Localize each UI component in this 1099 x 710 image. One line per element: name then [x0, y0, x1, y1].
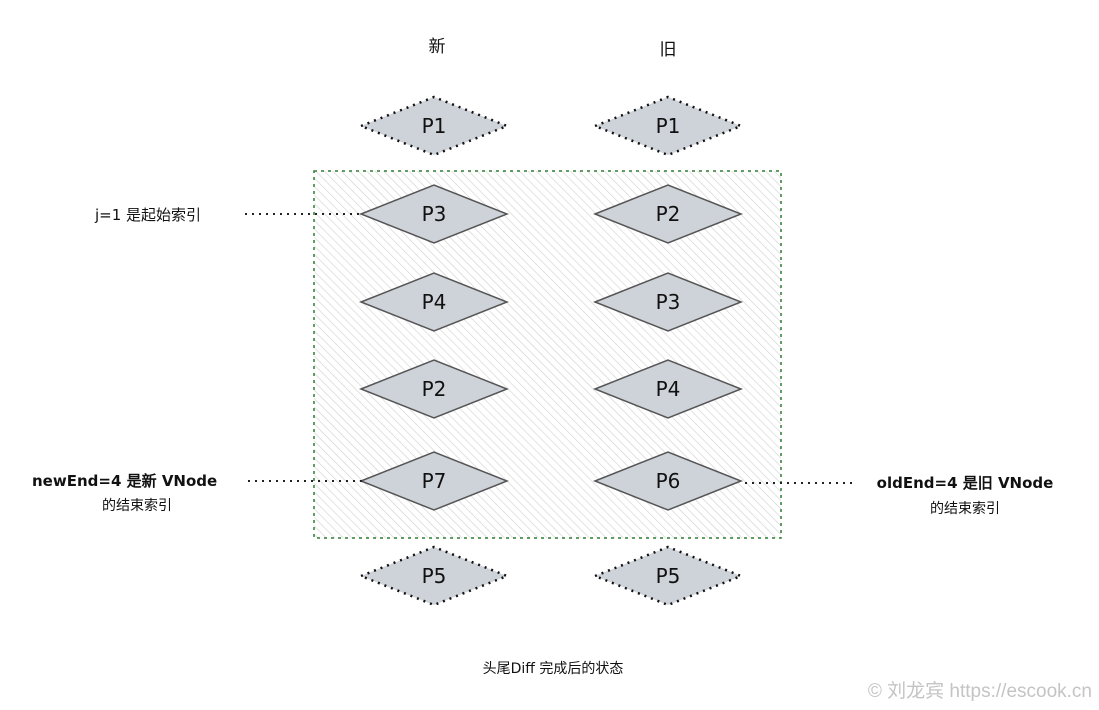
vnode-diamond	[358, 359, 510, 419]
new-column-header: 新	[429, 37, 446, 57]
vnode-label: P4	[656, 377, 681, 401]
old-vnode-p3: P3	[592, 272, 744, 332]
vnode-label: P2	[422, 377, 447, 401]
old-column-header: 旧	[660, 40, 677, 60]
vnode-diamond	[357, 545, 511, 607]
vnode-diamond	[357, 95, 511, 157]
new-vnode-p7: P7	[358, 451, 510, 511]
new-vnode-p1: P1	[357, 95, 511, 157]
vnode-label: P1	[422, 114, 447, 138]
vnode-label: P3	[422, 202, 447, 226]
vnode-label: P5	[656, 564, 681, 588]
vnode-label: P3	[656, 290, 681, 314]
old-vnode-p6: P6	[592, 451, 744, 511]
old-vnode-p5: P5	[591, 545, 745, 607]
watermark: © 刘龙宾 https://escook.cn	[868, 680, 1092, 702]
vnode-label: P6	[656, 469, 681, 493]
vnode-diamond	[592, 184, 744, 244]
old-end-annotation-line2: 的结束索引	[930, 500, 1000, 517]
vnode-label: P1	[656, 114, 681, 138]
vnode-diamond	[592, 359, 744, 419]
new-vnode-p3: P3	[358, 184, 510, 244]
vnode-label: P4	[422, 290, 447, 314]
vnode-label: P7	[422, 469, 447, 493]
new-vnode-p2: P2	[358, 359, 510, 419]
start-index-annotation: j=1 是起始索引	[94, 206, 201, 224]
vnode-diamond	[591, 95, 745, 157]
old-vnode-p2: P2	[592, 184, 744, 244]
vnode-diamond	[358, 272, 510, 332]
vnode-label: P5	[422, 564, 447, 588]
vnode-diamond	[592, 272, 744, 332]
diagram-caption: 头尾Diff 完成后的状态	[483, 661, 624, 677]
vnode-diamond	[591, 545, 745, 607]
old-vnode-p4: P4	[592, 359, 744, 419]
new-end-annotation-line2: 的结束索引	[102, 497, 172, 514]
vnode-label: P2	[656, 202, 681, 226]
old-vnode-p1: P1	[591, 95, 745, 157]
new-end-annotation-line1: newEnd=4 是新 VNode	[32, 472, 217, 490]
vnode-diamond	[358, 451, 510, 511]
new-vnode-p4: P4	[358, 272, 510, 332]
vnode-diamond	[358, 184, 510, 244]
vnode-diamond	[592, 451, 744, 511]
old-end-annotation-line1: oldEnd=4 是旧 VNode	[877, 474, 1054, 492]
new-vnode-p5: P5	[357, 545, 511, 607]
